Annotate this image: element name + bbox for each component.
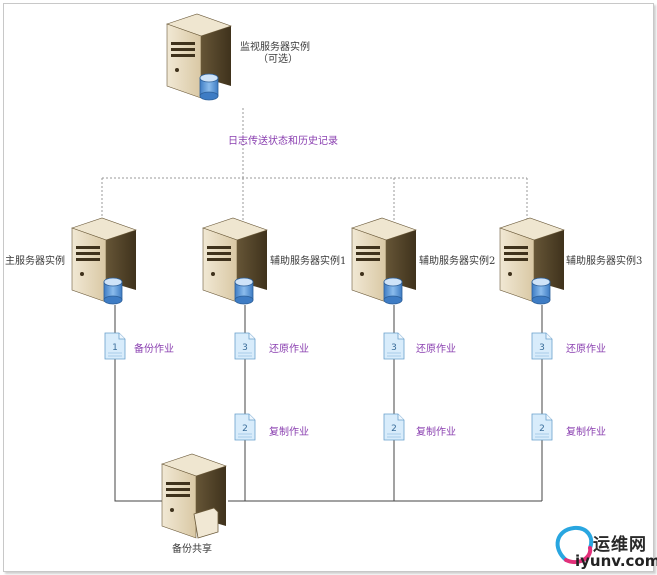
watermark: 运维网 iyunv.com — [553, 528, 657, 570]
server-icon-primary — [71, 217, 137, 305]
watermark-brand: 运维网 — [593, 535, 647, 555]
monitor-optional-label: （可选） — [258, 54, 298, 65]
server-icon-secondary3 — [499, 217, 565, 305]
doc-number: 3 — [539, 343, 545, 353]
secondary2-server-label: 辅助服务器实例2 — [419, 256, 496, 267]
watermark-logo-icon — [555, 525, 594, 565]
restore-job-label-3: 还原作业 — [566, 344, 606, 355]
watermark-url: iyunv.com — [575, 552, 657, 570]
doc-number: 2 — [242, 424, 248, 434]
copy-job-label-2: 复制作业 — [416, 427, 456, 438]
copy-job-label-3: 复制作业 — [566, 427, 606, 438]
doc-icon-copy-3: 2 — [531, 413, 553, 441]
server-icon-backup-share — [161, 453, 227, 539]
secondary1-server-label: 辅助服务器实例1 — [270, 256, 347, 267]
monitor-link-label: 日志传送状态和历史记录 — [228, 136, 338, 147]
doc-icon-copy-1: 2 — [234, 413, 256, 441]
restore-job-label-2: 还原作业 — [416, 344, 456, 355]
primary-server-label: 主服务器实例 — [5, 256, 65, 267]
doc-number: 2 — [539, 424, 545, 434]
folder-icon — [193, 507, 219, 539]
monitor-links — [101, 108, 528, 228]
backup-job-label: 备份作业 — [134, 344, 174, 355]
server-icon-monitor — [166, 13, 232, 101]
doc-number: 3 — [242, 343, 248, 353]
server-icon-secondary2 — [351, 217, 417, 305]
backup-share-label: 备份共享 — [172, 544, 212, 555]
doc-number: 3 — [391, 343, 397, 353]
server-icon-secondary1 — [202, 217, 268, 305]
doc-icon-restore-1: 3 — [234, 332, 256, 360]
doc-number: 2 — [391, 424, 397, 434]
doc-icon-restore-2: 3 — [383, 332, 405, 360]
copy-job-label-1: 复制作业 — [269, 427, 309, 438]
job-flow-lines — [114, 305, 543, 502]
monitor-server-label: 监视服务器实例 — [240, 42, 310, 53]
diagram-frame — [3, 3, 654, 572]
doc-icon-copy-2: 2 — [383, 413, 405, 441]
doc-icon-backup: 1 — [104, 332, 126, 360]
secondary3-server-label: 辅助服务器实例3 — [566, 256, 643, 267]
doc-icon-restore-3: 3 — [531, 332, 553, 360]
doc-number: 1 — [112, 343, 118, 353]
restore-job-label-1: 还原作业 — [269, 344, 309, 355]
